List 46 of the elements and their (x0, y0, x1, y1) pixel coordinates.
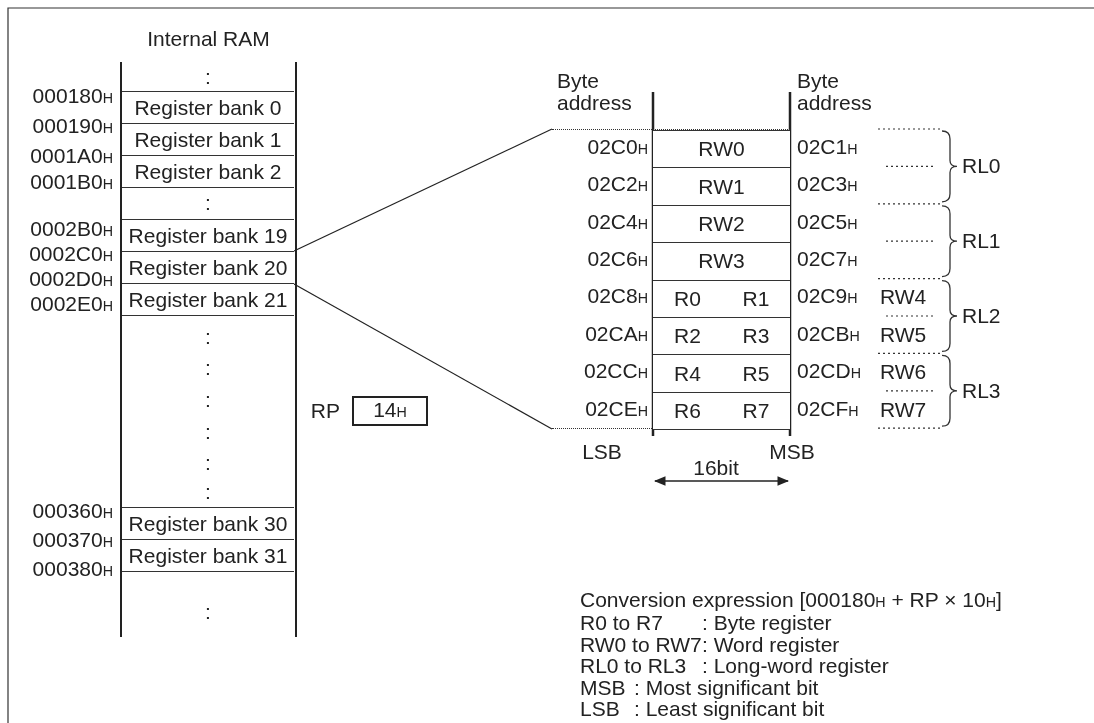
register-name: RW7 (880, 398, 927, 421)
register-cell: R1 (722, 279, 790, 318)
register-table (552, 129, 790, 429)
register-name: RW5 (880, 323, 927, 346)
ellipsis-mark: : (205, 389, 211, 411)
register-name: RW4 (880, 286, 927, 309)
dimension-label: 16bit (693, 457, 739, 479)
register-cell: RW1 (653, 167, 790, 206)
register-name: RL3 (962, 379, 1001, 402)
register-name: RL0 (962, 155, 1001, 178)
ellipsis-mark: : (205, 326, 211, 348)
definition-text: : Byte register (702, 612, 832, 634)
definition-text: : Long-word register (702, 655, 889, 677)
definition-text: : Most significant bit (634, 677, 819, 699)
column-heading: Byte address (797, 70, 873, 114)
column-heading: Internal RAM (147, 28, 270, 50)
register-cell: R5 (722, 354, 790, 393)
register-name: RL2 (962, 305, 1001, 327)
ellipsis-mark: : (205, 481, 211, 503)
register-name: RW6 (880, 361, 927, 384)
term-text: RW0 to RW7 (580, 634, 702, 656)
term-text: LSB (580, 698, 620, 720)
register-name: RL1 (962, 230, 1001, 253)
ellipsis-mark: : (205, 421, 211, 443)
register-cell: R6 (653, 391, 723, 431)
ellipsis-mark: : (205, 192, 211, 214)
definition-text: : Least significant bit (634, 698, 825, 720)
register-bank-cell: Register bank 21 (122, 283, 294, 316)
register-cell: RW2 (653, 204, 790, 244)
term-text: R0 to R7 (580, 612, 663, 634)
definition-text: : Word register (702, 634, 840, 656)
register-name: RP (310, 400, 340, 422)
register-cell: R3 (722, 317, 790, 356)
register-cell: RW3 (653, 242, 790, 281)
register-cell: R7 (722, 391, 790, 431)
register-bank-cell: Register bank 19 (122, 219, 294, 252)
ellipsis-mark: : (205, 357, 211, 379)
ellipsis-mark: : (205, 66, 211, 88)
bit-label: LSB (582, 441, 622, 463)
term-text: MSB (580, 677, 626, 699)
column-heading: Byte address (557, 70, 633, 114)
ellipsis-mark: : (205, 452, 211, 474)
register-cell: RW0 (653, 130, 790, 169)
ellipsis-mark: : (205, 601, 211, 623)
bit-label: MSB (769, 441, 815, 463)
term-text: RL0 to RL3 (580, 655, 687, 677)
